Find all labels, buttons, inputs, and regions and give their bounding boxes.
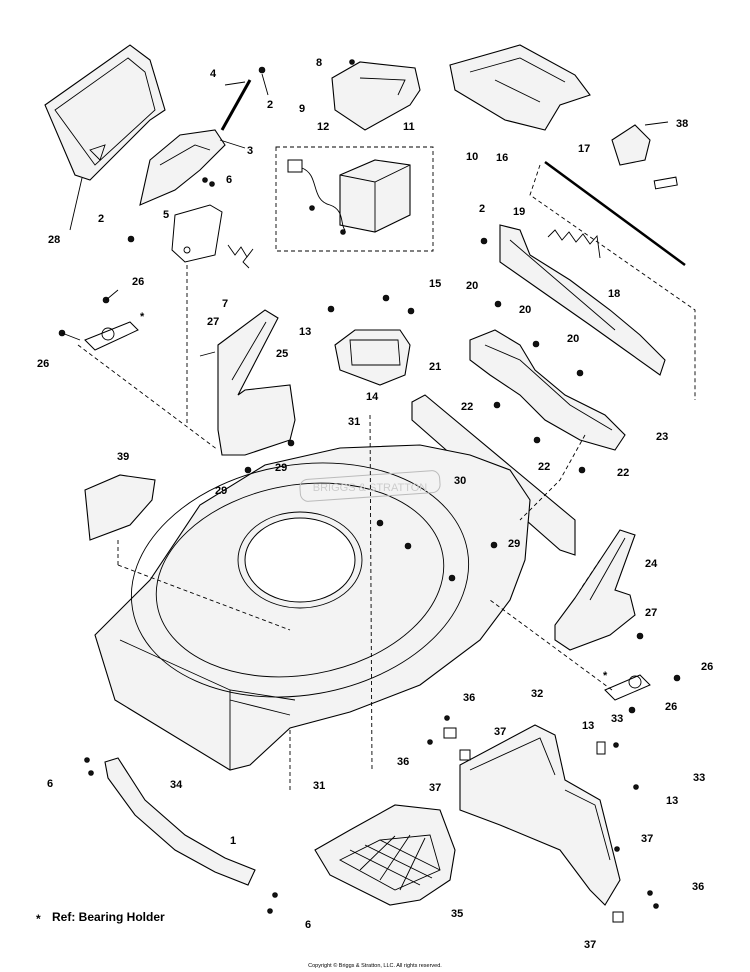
bar-part-34: [84, 757, 278, 914]
cover-part-39: [84, 474, 156, 541]
footnote-marker: *: [36, 912, 41, 926]
footnote: * Ref: Bearing Holder: [36, 910, 165, 926]
bracket-part-5: [127, 204, 223, 263]
chute-part-32: [427, 715, 659, 923]
footnote-text: Ref: Bearing Holder: [52, 910, 165, 924]
callout-31: 31: [313, 780, 325, 792]
callout-34: 34: [170, 779, 183, 791]
handle-part-19: [480, 224, 666, 376]
callout-2: 2: [98, 213, 104, 225]
callout-37: 37: [641, 833, 653, 845]
rod-part-4: [220, 66, 269, 131]
callout-30: 30: [454, 475, 466, 487]
callout-6: 6: [305, 919, 311, 931]
callout-33: 33: [693, 772, 705, 784]
callout-5: 5: [163, 209, 169, 221]
kit-box-part-10: [275, 146, 434, 252]
callout-36: 36: [463, 692, 475, 704]
bearing-holder-left: [58, 289, 139, 351]
callout-23: 23: [656, 431, 668, 443]
callout-33: 33: [611, 713, 623, 725]
spring-part-18: [547, 229, 601, 259]
callout-13: 13: [582, 720, 594, 732]
callout-20: 20: [466, 280, 478, 292]
height-adjuster-part-24: [554, 529, 644, 651]
callout-22: 22: [617, 467, 629, 479]
callout-29: 29: [215, 485, 227, 497]
callout-27: 27: [645, 607, 657, 619]
callout-26: 26: [665, 701, 677, 713]
callout-12: 12: [317, 121, 329, 133]
callout-8: 8: [316, 57, 322, 69]
callout-27: 27: [207, 316, 219, 328]
battery-cover-part-9: [331, 59, 421, 131]
shield-part-35: [314, 804, 456, 906]
callout-22: 22: [461, 401, 473, 413]
callout-36: 36: [692, 881, 704, 893]
callout-2: 2: [267, 99, 273, 111]
callout-26: 26: [132, 276, 144, 288]
spring-part-7: [227, 244, 254, 269]
callout-26: 26: [37, 358, 49, 370]
arm-part-23: [469, 300, 626, 474]
copyright-text: Copyright © Briggs & Stratton, LLC. All …: [308, 962, 442, 969]
callout-13: 13: [299, 326, 311, 338]
callout-6: 6: [226, 174, 232, 186]
callout-19: 19: [513, 206, 525, 218]
callout-32: 32: [531, 688, 543, 700]
deck-part-1: BRIGGS & STRATTON: [94, 444, 531, 771]
bearing-holder-right: [604, 674, 681, 748]
callout-26: 26: [701, 661, 713, 673]
callout-29: 29: [508, 538, 520, 550]
callout-37: 37: [584, 939, 596, 951]
asterisk-mark: *: [140, 311, 145, 323]
part-16: [449, 44, 591, 131]
callout-28: 28: [48, 234, 60, 246]
callout-11: 11: [403, 121, 415, 133]
callout-20: 20: [567, 333, 579, 345]
flap-bracket-part-3: [139, 129, 246, 206]
callout-35: 35: [451, 908, 463, 920]
harness-part-12: [287, 159, 346, 235]
callout-37: 37: [494, 726, 506, 738]
callout-16: 16: [496, 152, 508, 164]
callout-20: 20: [519, 304, 531, 316]
callout-10: 10: [466, 151, 478, 163]
callout-18: 18: [608, 288, 620, 300]
callout-36: 36: [397, 756, 409, 768]
callout-4: 4: [210, 68, 217, 80]
callout-24: 24: [645, 558, 658, 570]
callout-31: 31: [348, 416, 360, 428]
box-part-14: [327, 294, 415, 386]
callout-21: 21: [429, 361, 441, 373]
callout-2: 2: [479, 203, 485, 215]
rod-part-17: [544, 160, 686, 267]
battery-part-11: [339, 159, 411, 233]
height-adjuster-part-25: [199, 309, 296, 474]
callout-13: 13: [666, 795, 678, 807]
callout-25: 25: [276, 348, 288, 360]
callout-9: 9: [299, 103, 305, 115]
callout-39: 39: [117, 451, 129, 463]
callout-14: 14: [366, 391, 379, 403]
callout-17: 17: [578, 143, 590, 155]
callout-labels: 1 2 2 2 3 4 5 6 6 6 7 8 9 10 11 12 13 13…: [37, 57, 713, 951]
rear-flap-part-28: [44, 44, 166, 231]
callout-7: 7: [222, 298, 228, 310]
callout-6: 6: [47, 778, 53, 790]
asterisk-mark: *: [603, 670, 608, 682]
callout-15: 15: [429, 278, 441, 290]
callout-3: 3: [247, 145, 253, 157]
callout-22: 22: [538, 461, 550, 473]
leader-lines: [77, 265, 613, 790]
callout-37: 37: [429, 782, 441, 794]
callout-1: 1: [230, 835, 236, 847]
callout-38: 38: [676, 118, 688, 130]
callout-29: 29: [275, 462, 287, 474]
charger-part-38: [611, 121, 678, 190]
